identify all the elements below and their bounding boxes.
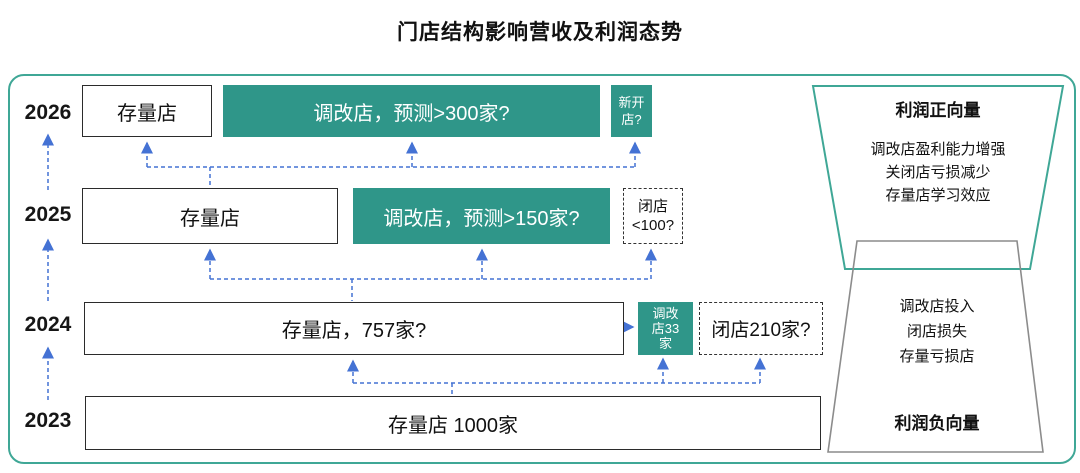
box-2026-new-open-stores: 新开 店?: [611, 85, 652, 137]
box-2026-new-open-line2: 店?: [621, 112, 642, 127]
profit-negative-lines: 调改店投入 闭店损失 存量亏损店: [842, 294, 1032, 369]
year-label-2025: 2025: [24, 203, 72, 226]
box-2024-renovated-line2: 店33: [651, 321, 680, 336]
box-2024-renovated-stores: 调改 店33 家: [638, 302, 693, 355]
box-2025-stock-stores: 存量店: [82, 188, 338, 244]
profit-positive-lines: 调改店盈利能力增强 关闭店亏损减少 存量店学习效应: [828, 138, 1048, 207]
profit-negative-title: 利润负向量: [894, 414, 980, 433]
diagram-frame: [8, 74, 1076, 464]
profit-positive-title: 利润正向量: [895, 101, 981, 120]
box-2026-renovated-stores: 调改店，预测>300家?: [223, 85, 600, 137]
box-2023-stock-stores: 存量店 1000家: [85, 396, 821, 450]
profit-negative-line1: 调改店投入: [899, 298, 975, 315]
box-2026-new-open-line1: 新开: [618, 95, 645, 110]
profit-positive-line3: 存量店学习效应: [885, 187, 991, 204]
box-2024-stock-stores: 存量店，757家?: [84, 302, 624, 355]
page-title: 门店结构影响营收及利润态势: [397, 21, 683, 44]
profit-negative-line2: 闭店损失: [906, 323, 967, 340]
profit-positive-line2: 关闭店亏损减少: [885, 164, 991, 181]
box-2024-closed-stores: 闭店210家?: [699, 302, 823, 355]
box-2025-renovated-stores: 调改店，预测>150家?: [353, 188, 610, 244]
profit-positive-line1: 调改店盈利能力增强: [870, 141, 1006, 158]
box-2026-stock-stores: 存量店: [82, 85, 212, 137]
box-2025-closed-stores: 闭店 <100?: [623, 188, 683, 244]
box-2024-renovated-line1: 调改: [652, 306, 679, 321]
box-2025-closed-line2: <100?: [631, 217, 675, 234]
box-2024-renovated-line3: 家: [658, 336, 672, 351]
profit-negative-line3: 存量亏损店: [899, 348, 975, 365]
year-label-2024: 2024: [24, 313, 72, 336]
year-label-2026: 2026: [24, 101, 72, 124]
year-label-2023: 2023: [24, 409, 72, 432]
box-2025-closed-line1: 闭店: [637, 198, 668, 215]
